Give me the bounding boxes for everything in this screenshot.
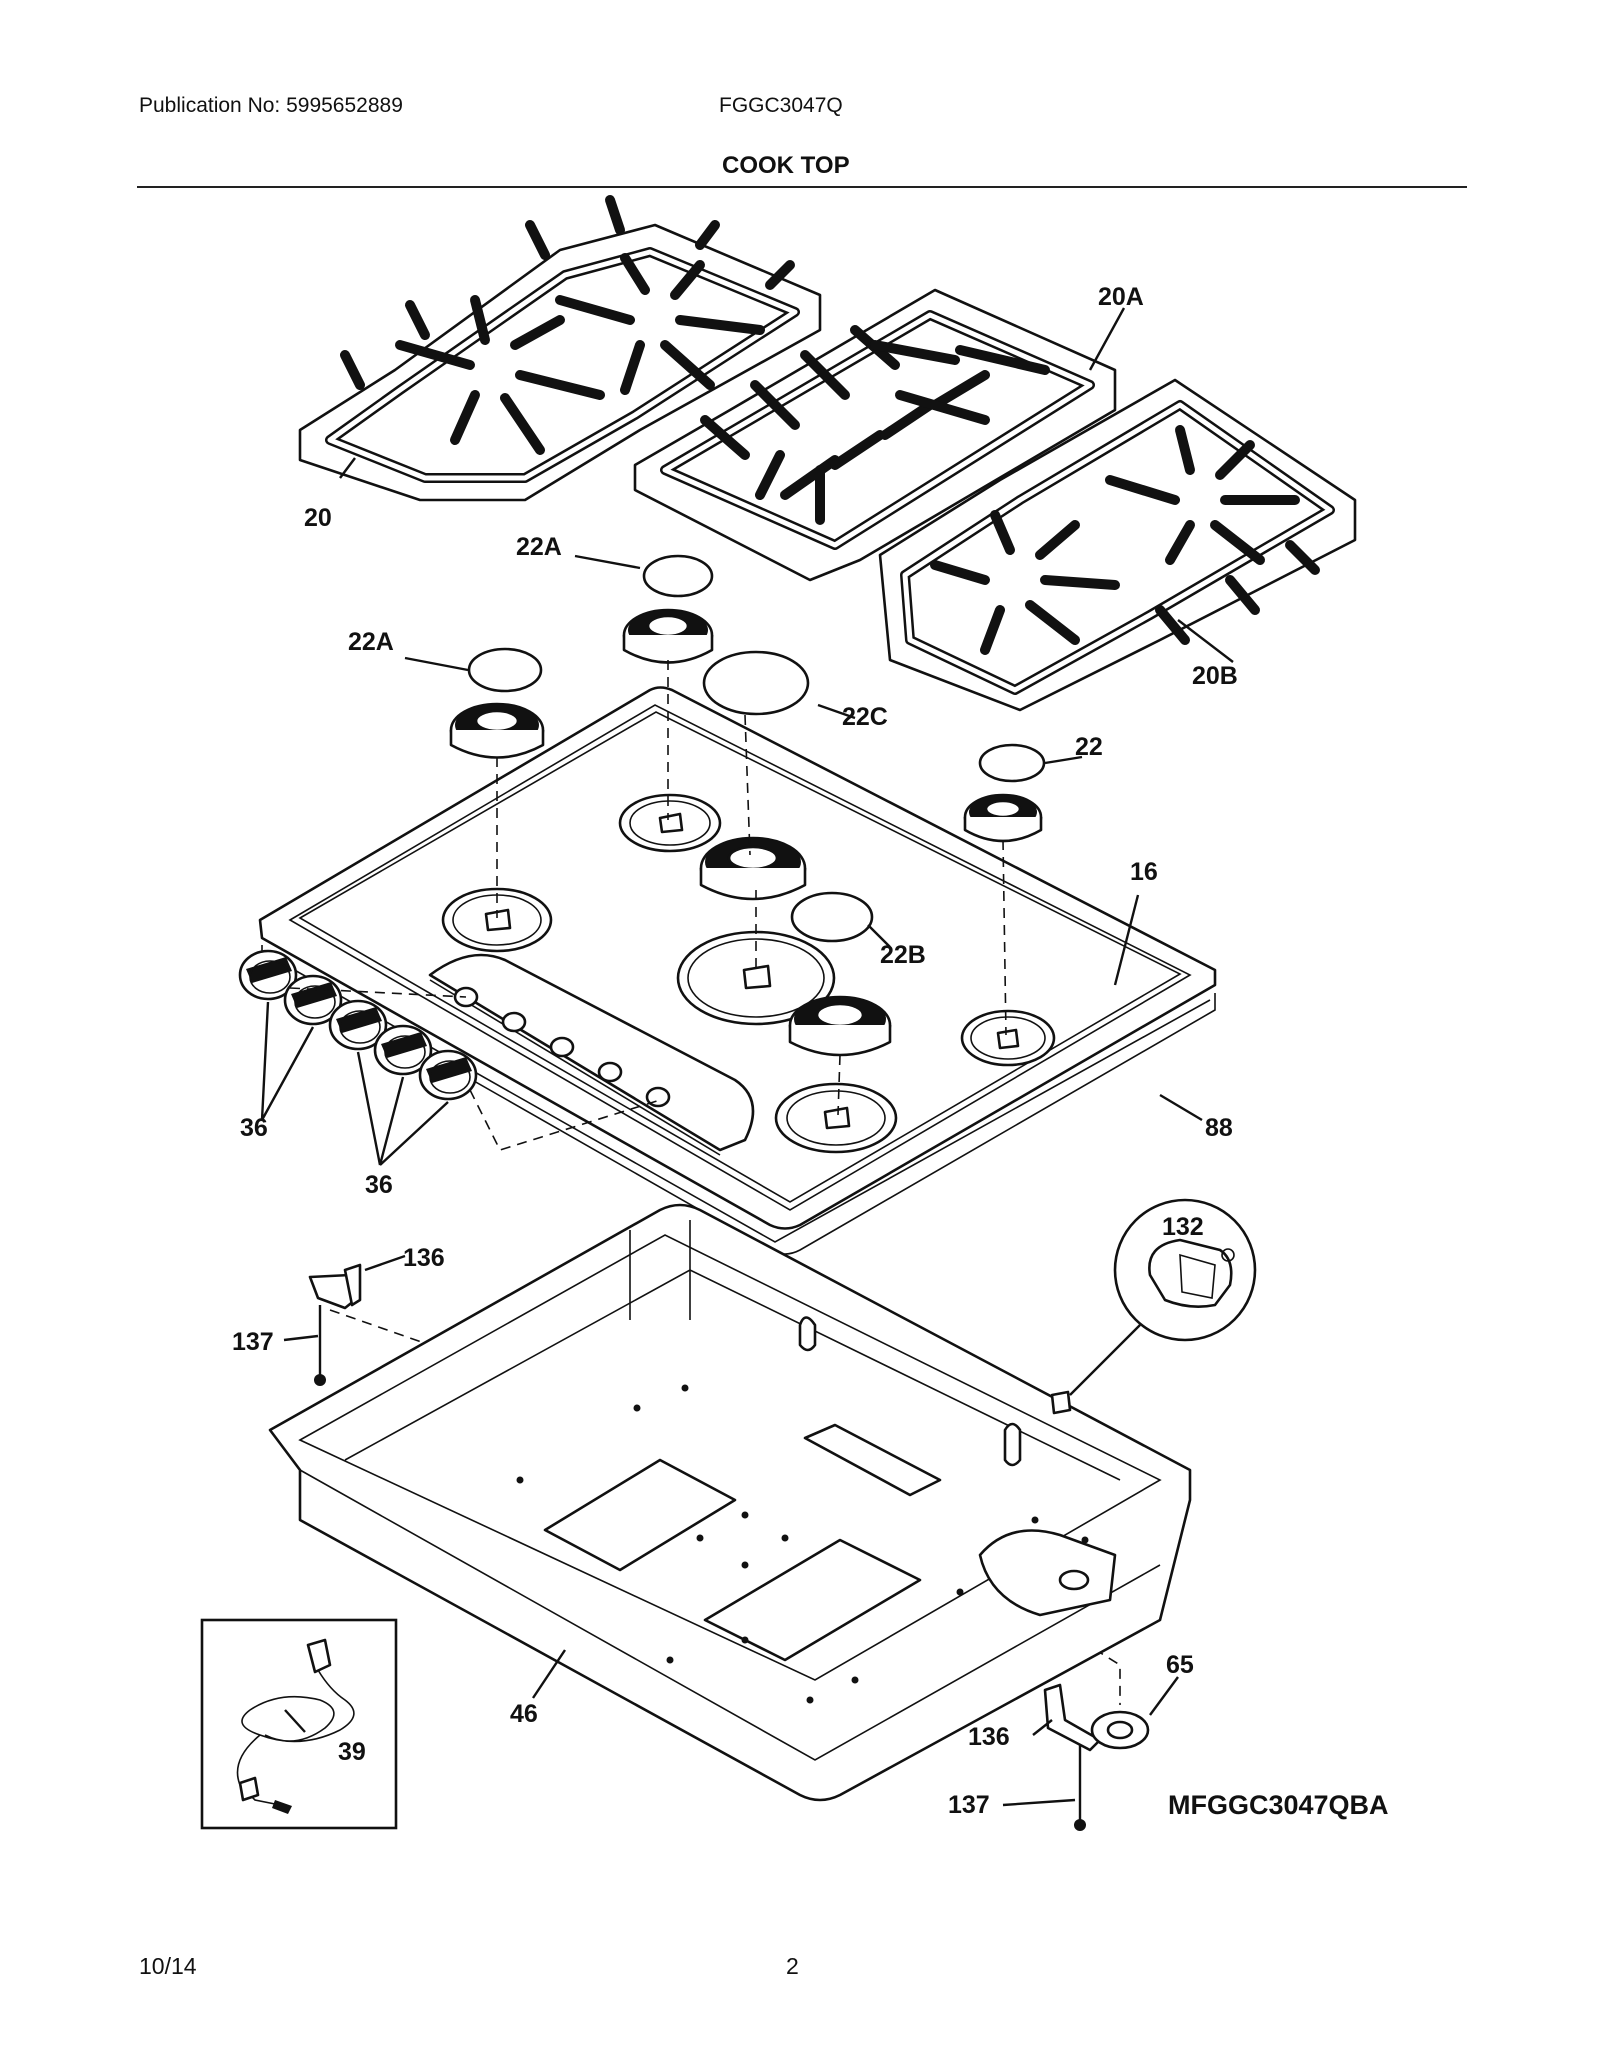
footer-page-number: 2 — [786, 1953, 799, 1979]
burner-head-rear — [622, 608, 714, 664]
label-20a: 20A — [1098, 283, 1144, 311]
label-137-lower: 137 — [948, 1791, 990, 1819]
label-36-right: 36 — [365, 1171, 393, 1199]
header-divider — [137, 186, 1467, 188]
label-20b: 20B — [1192, 662, 1238, 690]
label-22b: 22B — [880, 941, 926, 969]
label-136-lower: 136 — [968, 1723, 1010, 1751]
model-number: FGGC3047Q — [719, 94, 843, 117]
label-46: 46 — [510, 1700, 538, 1728]
label-36-left: 36 — [240, 1114, 268, 1142]
assembly-lines — [289, 660, 1121, 1705]
label-132: 132 — [1162, 1213, 1204, 1241]
label-16: 16 — [1130, 858, 1158, 886]
burner-head-right — [963, 793, 1043, 843]
grate-center — [633, 288, 1117, 582]
burner-cap-rear — [642, 554, 714, 598]
label-22: 22 — [1075, 733, 1103, 761]
burner-head-large — [699, 836, 807, 901]
diagram-code: MFGGC3047QBA — [1168, 1790, 1389, 1820]
screw-lower — [1074, 1745, 1086, 1831]
burner-head-front — [788, 995, 892, 1057]
burner-cap-large — [702, 650, 810, 716]
publication-number: Publication No: 5995652889 — [139, 94, 403, 117]
label-22c: 22C — [842, 703, 888, 731]
grate-left — [298, 195, 822, 502]
mounting-bracket-lower — [1043, 1683, 1102, 1752]
page-title: COOK TOP — [722, 152, 850, 179]
switch-detail-callout — [1050, 1198, 1257, 1415]
leader-lines — [260, 307, 1234, 1807]
footer-date: 10/14 — [139, 1953, 197, 1979]
label-22a-left: 22A — [348, 628, 394, 656]
burner-box — [268, 1203, 1192, 1802]
grate-right — [878, 378, 1357, 712]
burner-head-left — [449, 702, 545, 759]
label-88: 88 — [1205, 1114, 1233, 1142]
burner-cap-right — [978, 743, 1046, 783]
label-136-upper: 136 — [403, 1244, 445, 1272]
burner-cap-left — [467, 647, 543, 693]
label-65: 65 — [1166, 1651, 1194, 1679]
label-39: 39 — [338, 1738, 366, 1766]
label-137-upper: 137 — [232, 1328, 274, 1356]
burner-cap-front — [790, 891, 874, 943]
label-22a-rear: 22A — [516, 533, 562, 561]
screw-upper — [314, 1305, 326, 1386]
label-20: 20 — [304, 504, 332, 532]
mounting-bracket-upper — [308, 1263, 362, 1310]
cooktop — [258, 686, 1217, 1230]
grommet — [1090, 1710, 1150, 1750]
